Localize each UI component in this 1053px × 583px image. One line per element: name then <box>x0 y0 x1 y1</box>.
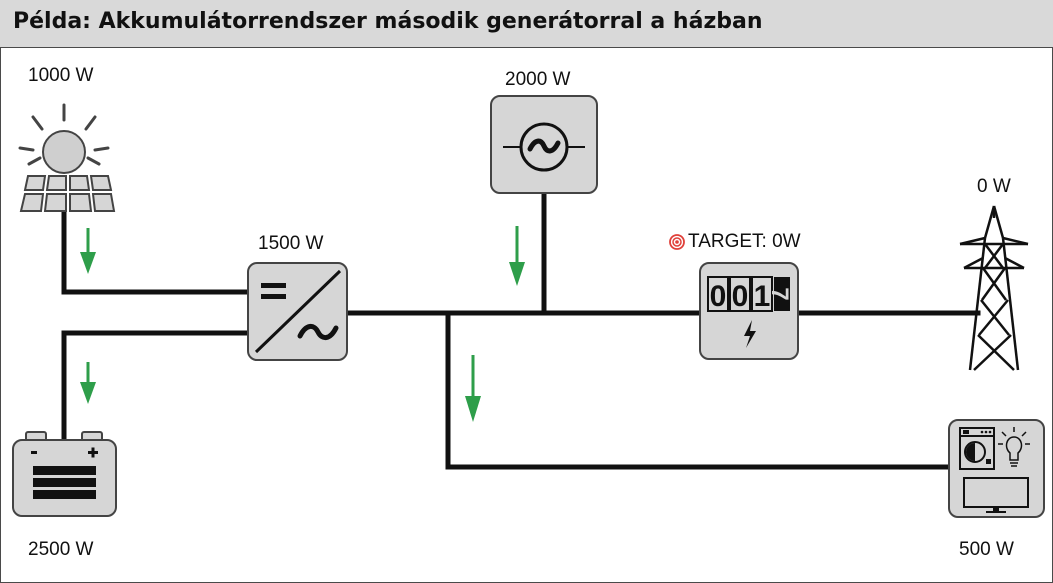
battery-line <box>61 330 251 441</box>
lightning-icon <box>744 320 756 348</box>
generator-power-label: 2000 W <box>505 69 571 90</box>
grid-power-label: 0 W <box>977 176 1011 197</box>
battery-power-label: 2500 W <box>28 539 94 560</box>
flow-arrows <box>80 226 525 422</box>
battery-icon <box>12 431 117 517</box>
consumer-power-label: 500 W <box>959 539 1014 560</box>
generator-flow-arrow <box>509 226 525 286</box>
consumer-line <box>445 310 953 470</box>
diagram-title: Példa: Akkumulátorrendszer második gener… <box>13 9 763 34</box>
pv-power-label: 1000 W <box>28 65 94 86</box>
power-pylon-icon <box>959 205 1029 371</box>
meter-digit-2: 0 <box>732 280 749 313</box>
pv-flow-arrow <box>80 228 96 274</box>
consumer-flow-arrow <box>465 355 481 422</box>
header-bar: Példa: Akkumulátorrendszer második gener… <box>0 0 1053 48</box>
solar-panel-icon <box>18 103 116 212</box>
pv-line <box>61 209 251 295</box>
energy-meter-icon: 0 0 1 7 <box>699 262 799 360</box>
target-icon <box>669 234 685 250</box>
meter-digit-3: 1 <box>754 280 771 313</box>
inverter-icon <box>247 262 348 361</box>
meter-digit-1: 0 <box>710 280 727 313</box>
meter-digit-rolling: 7 <box>766 287 793 300</box>
inverter-power-label: 1500 W <box>258 233 324 254</box>
household-appliances-icon <box>948 419 1045 518</box>
wiring <box>61 190 981 470</box>
battery-flow-arrow <box>80 362 96 404</box>
target-label: TARGET: 0W <box>688 231 801 252</box>
ac-generator-icon <box>490 95 598 194</box>
